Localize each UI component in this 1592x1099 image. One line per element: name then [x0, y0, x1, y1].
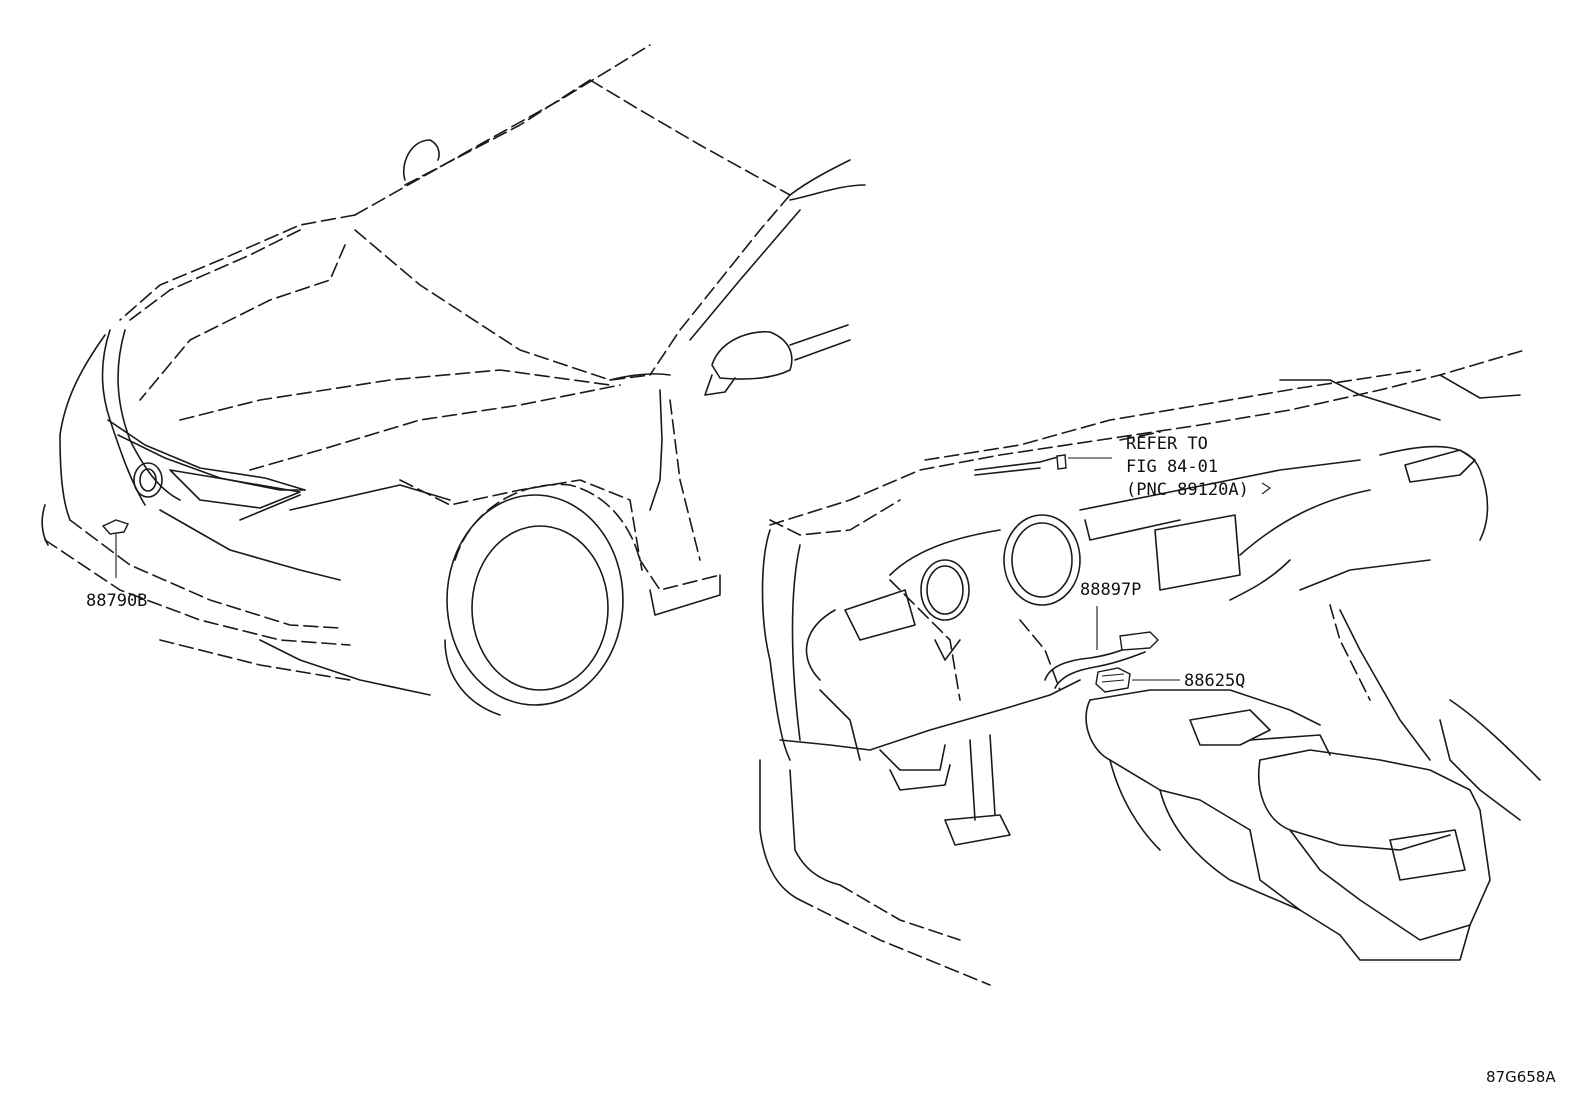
module-88625q-part — [1095, 667, 1131, 693]
sensor-88790b-part — [101, 519, 129, 535]
part-label-88790b: 88790B — [86, 591, 147, 611]
refer-part-icon — [1056, 454, 1067, 470]
part-label-88625q: 88625Q — [1184, 671, 1245, 691]
refer-label-line1: REFER TO — [1126, 434, 1208, 454]
car-exterior-drawing — [41, 44, 866, 716]
diagram-code: 87G658A — [1486, 1068, 1556, 1086]
connector-88897p-part — [1119, 631, 1159, 651]
car-interior-drawing — [759, 349, 1541, 986]
refer-label-line2: FIG 84-01 — [1126, 457, 1218, 477]
refer-label-line3: (PNC 89120A) — [1126, 480, 1249, 500]
part-label-88897p: 88897P — [1080, 580, 1141, 600]
